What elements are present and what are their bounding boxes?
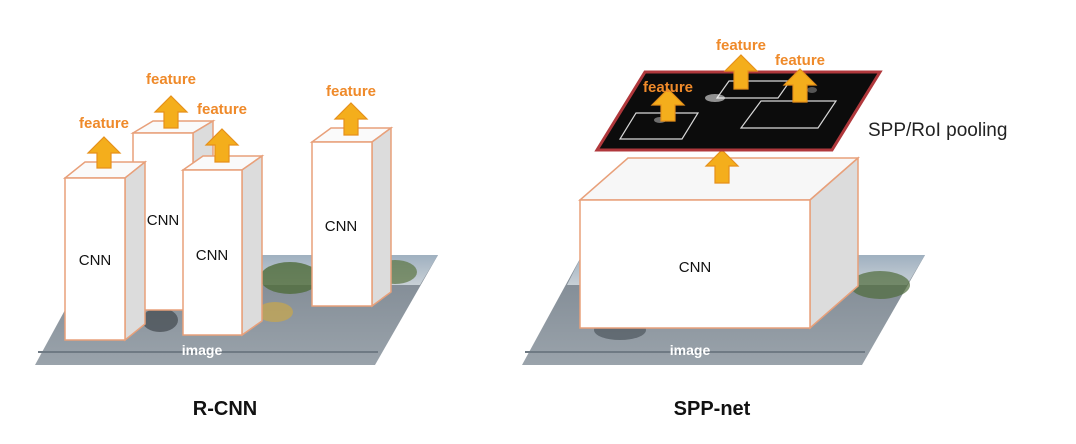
rcnn-title: R-CNN — [193, 398, 257, 420]
rcnn-feature-label-4: feature — [326, 83, 376, 100]
rcnn-feature-label-2: feature — [146, 71, 196, 88]
sppnet-arrow-up-icon-1 — [650, 88, 686, 122]
rcnn-arrow-up-icon-2 — [153, 95, 189, 129]
sppnet-pooling-label: SPP/RoI pooling — [868, 120, 1007, 141]
sppnet-image-label: image — [670, 342, 711, 358]
rcnn-cnn-label-1: CNN — [79, 252, 112, 269]
sppnet-feature-label-3: feature — [775, 52, 825, 69]
rcnn-arrow-up-icon-4 — [333, 102, 369, 136]
rcnn-panel: image CNN CNN CNN CNN — [35, 71, 438, 420]
sppnet-cnn-label: CNN — [679, 259, 712, 276]
roi-window-3 — [739, 100, 838, 129]
sppnet-arrow-up-icon-center — [704, 149, 740, 184]
rcnn-cnn-label-3: CNN — [196, 247, 229, 264]
roi-window-2 — [715, 80, 792, 99]
rcnn-arrow-up-icon-1 — [86, 136, 122, 169]
rcnn-arrow-up-icon-3 — [204, 128, 240, 163]
roi-window-1 — [618, 112, 700, 140]
rcnn-image-label: image — [182, 342, 223, 358]
sppnet-feature-label-2: feature — [716, 37, 766, 54]
sppnet-title: SPP-net — [674, 398, 751, 420]
sppnet-panel: image CNN feature feature feature SPP — [522, 37, 1007, 420]
rcnn-feature-label-3: feature — [197, 101, 247, 118]
sppnet-arrow-up-icon-2 — [723, 54, 759, 90]
rcnn-cnn-box-4: CNN — [309, 126, 394, 308]
rcnn-cnn-box-3: CNN — [180, 154, 265, 337]
rcnn-cnn-label-2: CNN — [147, 212, 180, 229]
sppnet-feature-label-1: feature — [643, 79, 693, 96]
sppnet-arrow-up-icon-3 — [782, 68, 818, 103]
rcnn-cnn-box-1: CNN — [62, 160, 148, 342]
rcnn-cnn-label-4: CNN — [325, 218, 358, 235]
rcnn-feature-label-1: feature — [79, 115, 129, 132]
